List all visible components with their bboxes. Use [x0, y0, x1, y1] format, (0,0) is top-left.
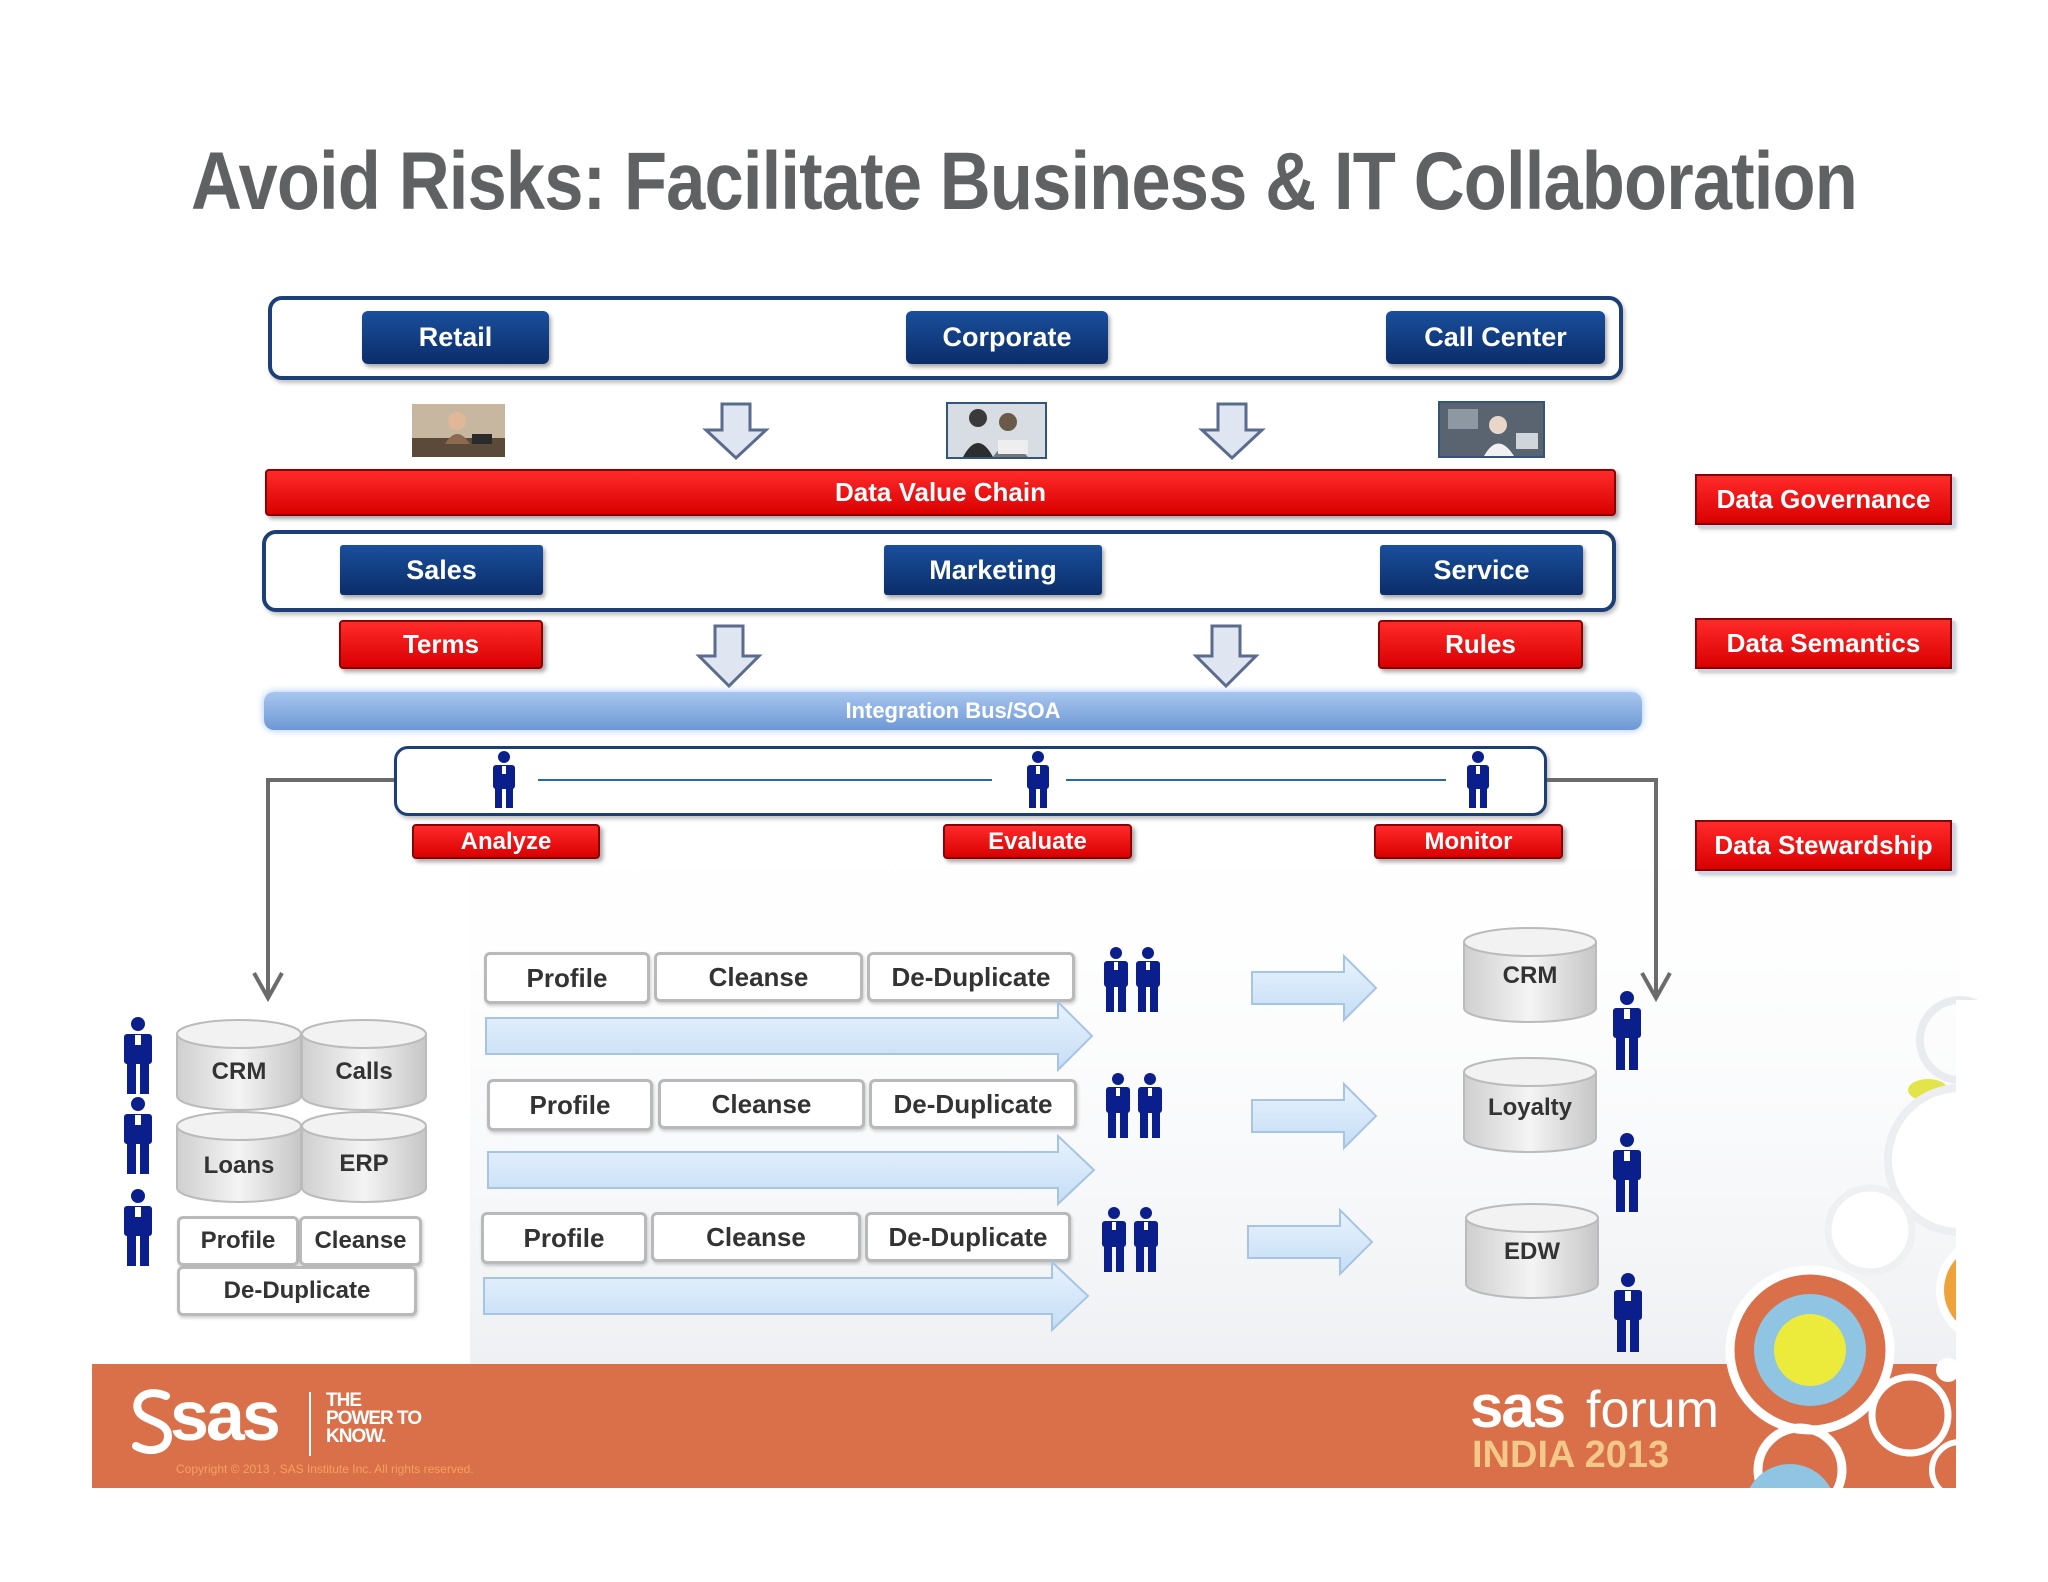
long-arrow: [487, 1133, 1096, 1207]
data-value-chain-bar: Data Value Chain: [265, 469, 1616, 516]
target-edw: EDW: [1504, 1238, 1560, 1265]
channel-retail: Retail: [362, 311, 549, 364]
rules-label: Rules: [1378, 620, 1583, 669]
long-arrow: [485, 999, 1094, 1073]
person-icon: [1613, 991, 1641, 1070]
channel-call-center: Call Center: [1386, 311, 1605, 364]
terms-label: Terms: [339, 620, 543, 669]
source-profile: Profile: [177, 1216, 299, 1266]
pipeline-profile: Profile: [484, 952, 650, 1004]
person-icon: [1613, 1133, 1641, 1212]
pipeline-dedup: De-Duplicate: [867, 952, 1075, 1002]
people-group-icon: [1102, 1207, 1158, 1272]
page-title: Avoid Risks: Facilitate Business & IT Co…: [191, 136, 1858, 227]
person-icon: [1614, 1273, 1642, 1352]
event-name: INDIA 2013: [1472, 1434, 1670, 1476]
forum-sas-text: sas: [1470, 1373, 1566, 1440]
step-analyze: Analyze: [412, 824, 600, 859]
side-label-governance: Data Governance: [1695, 474, 1952, 525]
sas-logo-icon: [132, 1389, 173, 1455]
function-service: Service: [1380, 545, 1583, 595]
copyright: Copyright © 2013 , SAS Institute Inc. Al…: [176, 1462, 474, 1476]
sas-logo-text: sas: [170, 1377, 281, 1455]
side-label-stewardship: Data Stewardship: [1695, 820, 1952, 871]
person-icon: [1027, 751, 1049, 808]
step-evaluate: Evaluate: [943, 824, 1132, 859]
tagline: THE POWER TO KNOW.: [326, 1390, 422, 1447]
target-loyalty: Loyalty: [1487, 1094, 1573, 1121]
down-arrow-icon: [1192, 624, 1260, 689]
pipeline-dedup: De-Duplicate: [865, 1212, 1071, 1262]
pipeline-profile: Profile: [487, 1079, 653, 1131]
step-monitor: Monitor: [1374, 824, 1563, 859]
forum-word: forum: [1586, 1381, 1719, 1439]
pipeline-profile: Profile: [481, 1212, 647, 1264]
person-icon: [124, 1017, 152, 1094]
db-crm: CRM: [211, 1058, 267, 1085]
db-erp: ERP: [339, 1150, 389, 1177]
short-arrow: [1251, 1081, 1378, 1151]
footer-band: [92, 1364, 1956, 1488]
function-sales: Sales: [340, 545, 543, 595]
people-group-icon: [1104, 947, 1160, 1012]
long-arrow: [483, 1259, 1090, 1333]
db-calls: Calls: [335, 1058, 393, 1085]
integration-bus-bar: Integration Bus/SOA: [264, 692, 1642, 730]
short-arrow: [1247, 1207, 1374, 1277]
channel-corporate: Corporate: [906, 311, 1108, 364]
photo-corporate: [946, 402, 1047, 459]
side-label-semantics: Data Semantics: [1695, 618, 1952, 669]
pipeline-dedup: De-Duplicate: [869, 1079, 1077, 1129]
target-crm: CRM: [1502, 962, 1558, 989]
person-icon: [493, 751, 515, 808]
source-cleanse: Cleanse: [299, 1216, 422, 1266]
photo-retail: [412, 404, 505, 457]
db-loans: Loans: [203, 1152, 275, 1179]
short-arrow: [1251, 953, 1378, 1023]
down-arrow-icon: [695, 624, 763, 689]
pipeline-cleanse: Cleanse: [654, 952, 863, 1002]
person-icon: [124, 1189, 152, 1266]
function-marketing: Marketing: [884, 545, 1102, 595]
person-icon: [124, 1097, 152, 1174]
down-arrow-icon: [702, 402, 770, 461]
source-dedup: De-Duplicate: [177, 1266, 417, 1316]
down-arrow-icon: [1198, 402, 1266, 461]
photo-call-center: [1438, 401, 1545, 458]
pipeline-cleanse: Cleanse: [658, 1079, 865, 1129]
people-group-icon: [1106, 1073, 1162, 1138]
person-icon: [1467, 751, 1489, 808]
pipeline-cleanse: Cleanse: [651, 1212, 861, 1262]
logo-divider: [309, 1392, 311, 1456]
